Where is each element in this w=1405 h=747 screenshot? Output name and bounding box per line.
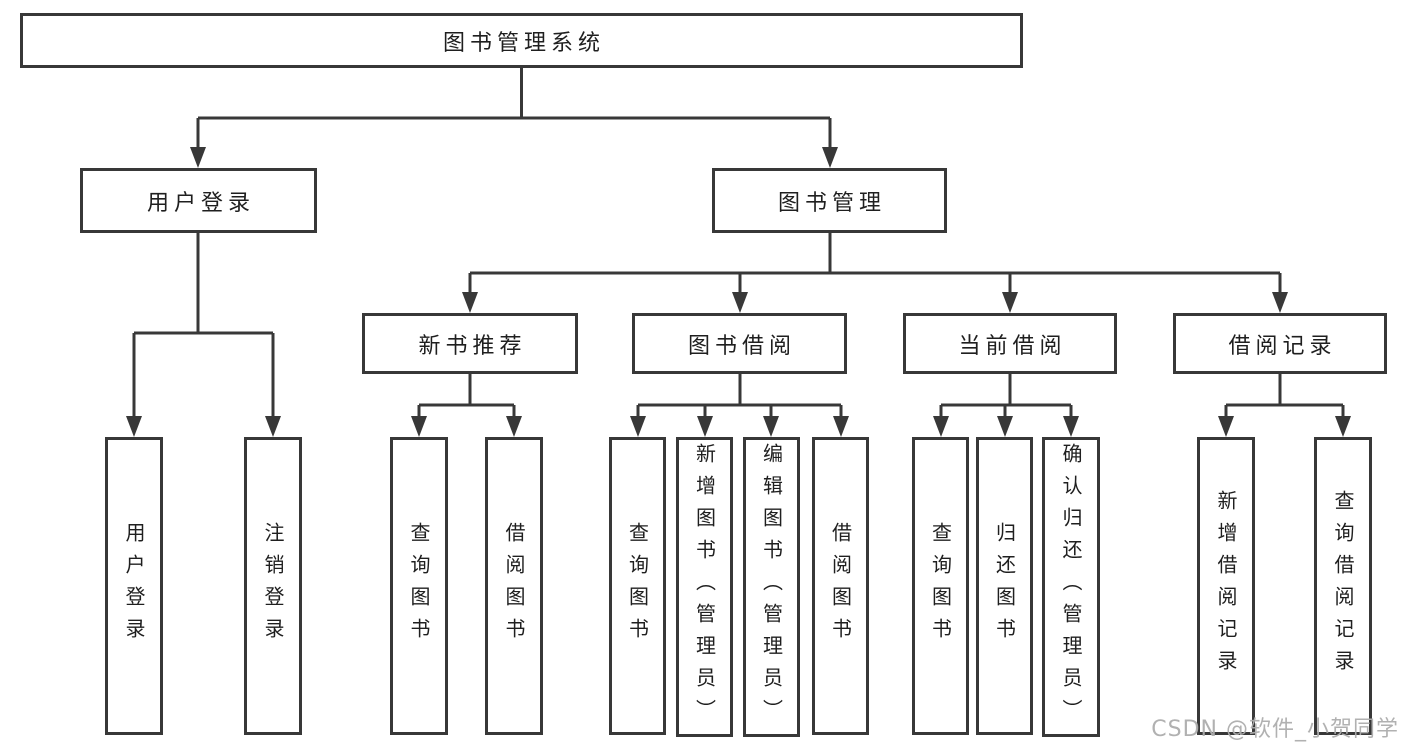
leaf-borrow-books-recommend: 借阅图书 [485, 437, 543, 735]
leaf-query-borrow-record: 查询借阅记录 [1314, 437, 1372, 735]
node-label: 用户登录 [122, 522, 146, 650]
node-label: 确认归还（管理员） [1059, 443, 1083, 731]
node-label: 借阅图书 [828, 522, 853, 650]
node-borrowing-records: 借阅记录 [1173, 313, 1387, 374]
node-user-login-module: 用户登录 [80, 168, 317, 233]
node-label: 图书借阅 [687, 333, 796, 359]
node-label: 图书管理系统 [442, 30, 605, 56]
leaf-logout: 注销登录 [244, 437, 302, 735]
node-label: 当前借阅 [958, 333, 1067, 359]
node-label: 查询图书 [928, 522, 953, 650]
leaf-query-books-current: 查询图书 [912, 437, 969, 735]
leaf-return-books: 归还图书 [976, 437, 1033, 735]
node-label: 归还图书 [992, 522, 1017, 650]
arrowheads [126, 147, 1351, 437]
leaf-query-books-borrow: 查询图书 [609, 437, 666, 735]
node-library-management-system: 图书管理系统 [20, 13, 1023, 68]
node-label: 编辑图书（管理员） [759, 443, 784, 731]
leaf-borrow-books: 借阅图书 [812, 437, 869, 735]
node-label: 新书推荐 [418, 333, 527, 359]
node-label: 查询图书 [625, 522, 650, 650]
node-label: 借阅记录 [1228, 333, 1337, 359]
node-label: 用户登录 [146, 190, 255, 216]
node-label: 图书管理 [777, 190, 886, 216]
leaf-add-books-admin: 新增图书（管理员） [676, 437, 733, 737]
node-label: 注销登录 [261, 522, 285, 650]
node-label: 新增借阅记录 [1214, 490, 1238, 682]
node-new-book-recommendation: 新书推荐 [362, 313, 578, 374]
leaf-user-login: 用户登录 [105, 437, 163, 735]
csdn-watermark: CSDN @软件_小贺同学 [1151, 717, 1399, 742]
leaf-confirm-return-admin: 确认归还（管理员） [1042, 437, 1100, 737]
node-label: 借阅图书 [502, 522, 526, 650]
node-book-management-module: 图书管理 [712, 168, 947, 233]
leaf-edit-books-admin: 编辑图书（管理员） [743, 437, 800, 737]
node-label: 新增图书（管理员） [692, 443, 717, 731]
leaf-add-borrow-record: 新增借阅记录 [1197, 437, 1255, 735]
leaf-query-books-recommend: 查询图书 [390, 437, 448, 735]
node-book-borrowing: 图书借阅 [632, 313, 847, 374]
node-label: 查询借阅记录 [1331, 490, 1355, 682]
node-label: 查询图书 [407, 522, 431, 650]
node-current-borrowing: 当前借阅 [903, 313, 1117, 374]
